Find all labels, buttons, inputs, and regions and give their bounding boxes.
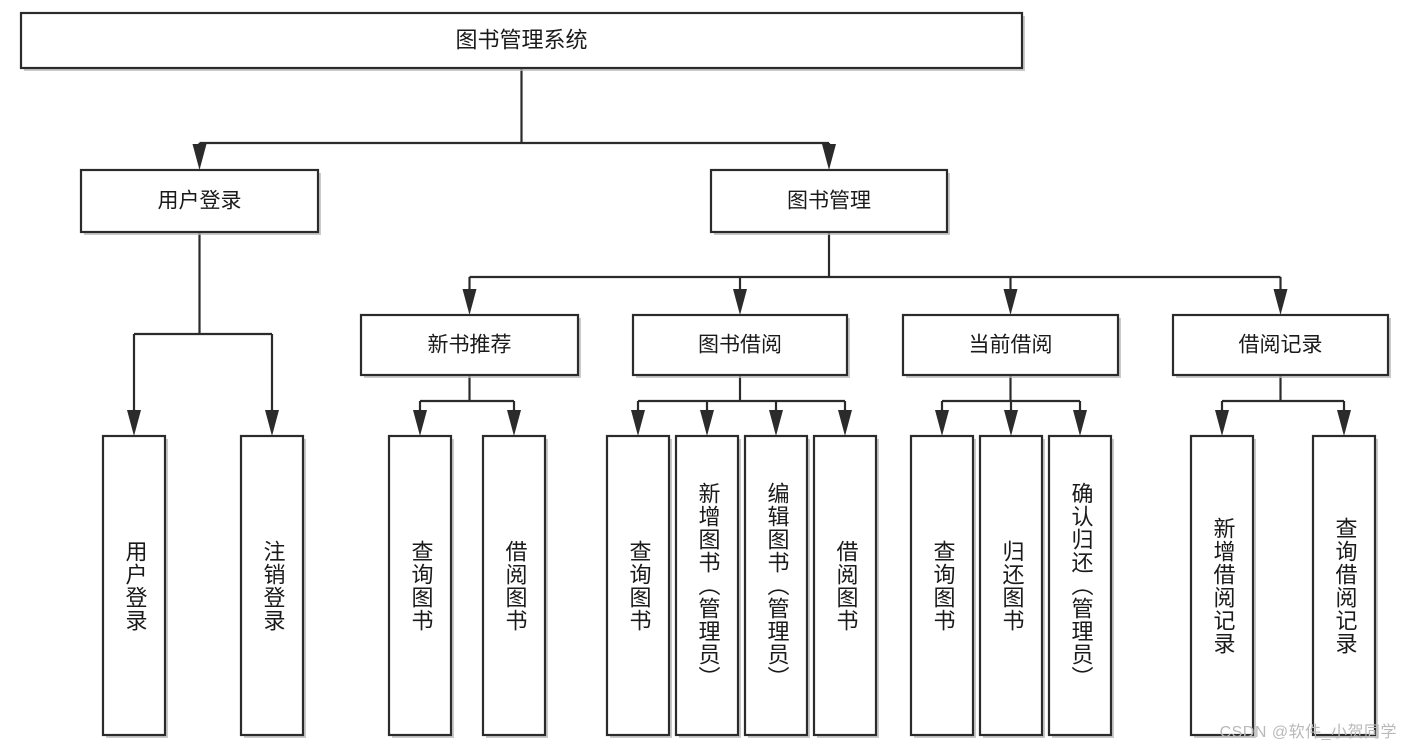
node-new-book-recommend-box[interactable] xyxy=(359,313,580,377)
arrow-leaf-add-book-admin xyxy=(700,410,714,436)
node-borrow-record-box[interactable] xyxy=(1171,313,1390,377)
arrow-leaf-confirm-return-admin xyxy=(1073,410,1087,436)
node-current-borrow-box[interactable] xyxy=(901,313,1120,377)
arrow-leaf-query-book-1 xyxy=(413,410,427,436)
node-leaf-add-book-admin-box[interactable] xyxy=(674,434,740,737)
arrow-borrow-record xyxy=(1273,289,1288,315)
arrow-new-book-recommend xyxy=(462,289,477,315)
arrow-leaf-borrow-book-1 xyxy=(507,410,521,436)
node-current-borrow-label: 当前借阅 xyxy=(969,334,1053,357)
arrow-current-borrow xyxy=(1003,289,1018,315)
node-leaf-query-book-2-box[interactable] xyxy=(605,434,671,737)
node-user-login-label: 用户登录 xyxy=(158,190,242,213)
node-leaf-query-borrow-record-box[interactable] xyxy=(1311,434,1377,737)
arrow-leaf-user-login xyxy=(127,410,141,436)
node-root-label: 图书管理系统 xyxy=(455,27,587,52)
node-leaf-borrow-book-2-box[interactable] xyxy=(812,434,878,737)
arrow-leaf-return-book xyxy=(1004,410,1018,436)
connector-layer xyxy=(127,68,1351,436)
node-leaf-query-book-1-box[interactable] xyxy=(387,434,453,737)
node-book-borrow-box[interactable] xyxy=(631,313,849,377)
arrow-leaf-query-borrow-record xyxy=(1337,410,1351,436)
node-leaf-add-borrow-record-box[interactable] xyxy=(1189,434,1255,737)
arrow-book-management xyxy=(822,144,836,170)
node-leaf-logout-box[interactable] xyxy=(239,434,305,737)
node-leaf-confirm-return-admin-box[interactable] xyxy=(1047,434,1113,737)
node-borrow-record-label: 借阅记录 xyxy=(1239,334,1323,357)
node-root-box[interactable] xyxy=(19,11,1024,70)
node-new-book-recommend-label: 新书推荐 xyxy=(428,334,512,357)
box-layer xyxy=(19,11,1391,738)
node-book-management-box[interactable] xyxy=(709,168,949,234)
arrow-leaf-logout xyxy=(265,410,279,436)
arrow-leaf-query-book-2 xyxy=(631,410,645,436)
node-leaf-query-book-3-box[interactable] xyxy=(909,434,975,737)
arrow-book-borrow xyxy=(733,289,747,315)
arrow-leaf-borrow-book-2 xyxy=(838,410,852,436)
arrow-leaf-add-borrow-record xyxy=(1215,410,1229,436)
arrow-leaf-query-book-3 xyxy=(935,410,949,436)
arrow-user-login xyxy=(192,144,207,170)
node-book-borrow-label: 图书借阅 xyxy=(698,334,782,357)
node-leaf-return-book-box[interactable] xyxy=(978,434,1044,737)
node-user-login-box[interactable] xyxy=(79,168,320,234)
node-leaf-borrow-book-1-box[interactable] xyxy=(481,434,547,737)
arrow-leaf-edit-book-admin xyxy=(769,410,783,436)
watermark: CSDN @软件_小贺同学 xyxy=(1219,724,1397,741)
node-book-management-label: 图书管理 xyxy=(787,190,871,213)
node-leaf-user-login-box[interactable] xyxy=(101,434,167,737)
node-leaf-edit-book-admin-box[interactable] xyxy=(743,434,809,737)
